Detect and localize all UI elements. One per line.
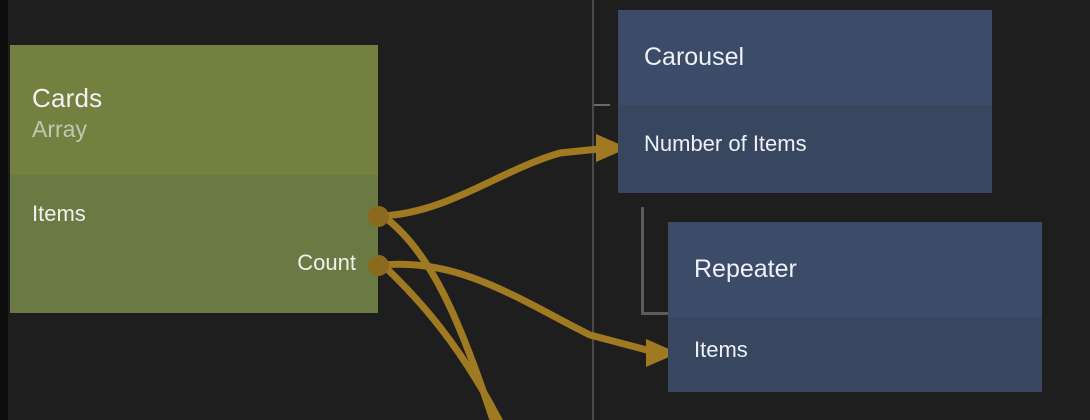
- node-repeater-body: Items: [668, 317, 1042, 392]
- node-carousel-body: Number of Items: [618, 105, 992, 193]
- node-cards-title: Cards: [32, 83, 103, 113]
- wire-count-offscreen: [379, 261, 503, 420]
- node-carousel[interactable]: Carousel Number of Items: [618, 10, 992, 193]
- node-cards-header[interactable]: Cards Array: [10, 45, 378, 175]
- wire-items-to-carousel: [379, 144, 612, 220]
- node-cards-output-items[interactable]: Items: [32, 201, 86, 226]
- node-repeater-input-items[interactable]: Items: [694, 337, 748, 362]
- vertical-guide-line: [592, 0, 594, 420]
- node-repeater[interactable]: Repeater Items: [668, 222, 1042, 392]
- node-cards-output-count[interactable]: Count: [297, 250, 356, 275]
- node-cards[interactable]: Cards Array Items Count: [10, 45, 378, 313]
- group-bracket: [641, 207, 670, 315]
- output-port-items[interactable]: [368, 206, 389, 227]
- wire-count-to-repeater: [379, 260, 662, 357]
- node-carousel-title: Carousel: [644, 43, 745, 71]
- wire-items-offscreen: [379, 212, 497, 420]
- node-carousel-input-number-of-items[interactable]: Number of Items: [644, 131, 807, 156]
- node-carousel-header[interactable]: Carousel: [618, 10, 992, 105]
- output-port-count[interactable]: [368, 255, 389, 276]
- guide-tick-mark: [594, 104, 610, 106]
- node-repeater-header[interactable]: Repeater: [668, 222, 1042, 317]
- node-cards-body: Items Count: [10, 175, 378, 313]
- node-cards-subtitle: Array: [32, 116, 87, 142]
- left-gutter-strip: [0, 0, 8, 420]
- node-repeater-title: Repeater: [694, 255, 797, 283]
